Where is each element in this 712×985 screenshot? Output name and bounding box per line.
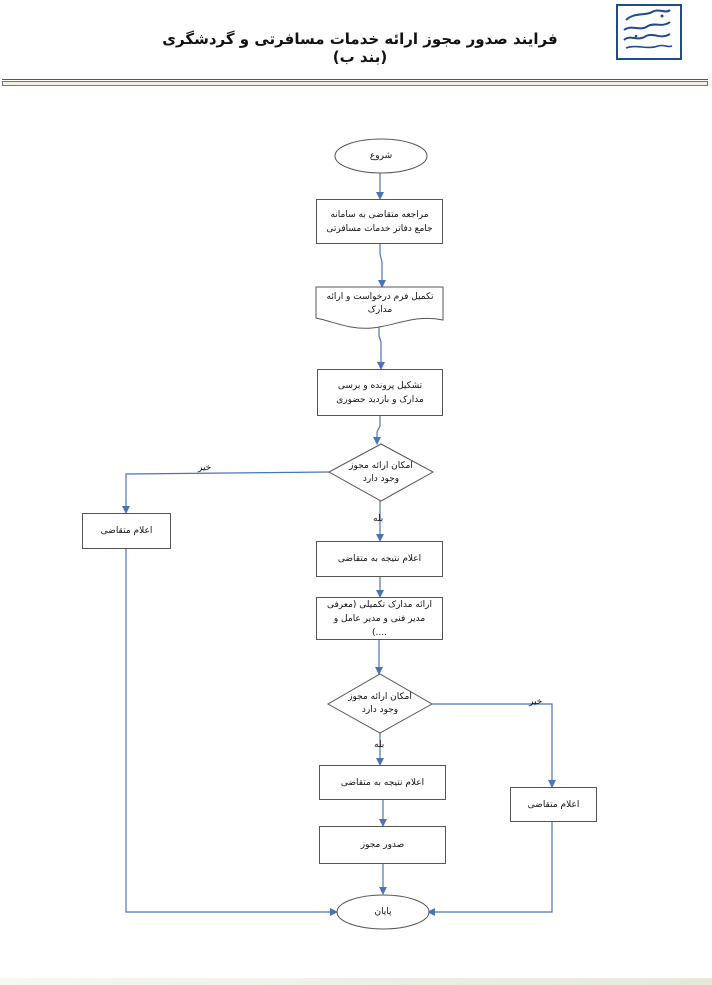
header-divider-line: [2, 79, 708, 80]
decision1-yes-label: بله: [373, 514, 384, 524]
no2-text: اعلام متقاضی: [527, 799, 580, 810]
connector-no1-end: [125, 549, 338, 916]
step5-text: ارائه مدارک تکمیلی (معرفی مدیر فنی و مدی…: [326, 599, 433, 638]
decision2-yes-label: بله: [374, 740, 385, 750]
connector-step2-step3: [377, 325, 385, 370]
decision1-text: امکان ارائه مجوز وجود دارد: [349, 461, 413, 484]
no1-box: اعلام متقاضی: [82, 513, 171, 549]
end-terminator: [336, 894, 430, 930]
start-terminator: [334, 138, 428, 174]
footer-bar: [0, 978, 712, 985]
connector-no2-end: [427, 822, 553, 916]
document-shape-step2: [315, 286, 444, 329]
end-label: پایان: [374, 906, 392, 917]
step3-box: تشکیل پرونده و برسی مدارک و بازدید حضوری: [317, 369, 443, 416]
step6-text: اعلام نتیجه به متقاضی: [340, 777, 425, 788]
step7-box: صدور مجوز: [319, 826, 446, 864]
decision1-diamond: [327, 443, 435, 502]
step7-text: صدور مجوز: [360, 840, 405, 850]
connector-decision1-no: [122, 471, 330, 514]
step1-box: مراجعه متقاضی به سامانه جامع دفاتر خدمات…: [316, 199, 443, 244]
page-title: فرایند صدور مجوز ارائه خدمات مسافرتی و گ…: [162, 30, 558, 66]
step4-box: اعلام نتیجه به متقاضی: [316, 541, 443, 577]
start-label: شروع: [369, 150, 393, 161]
decision2-diamond: [326, 673, 434, 734]
decision2-text: امکان ارائه مجوز وجود دارد: [348, 692, 412, 715]
no2-box: اعلام متقاضی: [510, 787, 597, 822]
organization-logo: [616, 4, 682, 60]
step3-text: تشکیل پرونده و برسی مدارک و بازدید حضوری: [336, 380, 424, 405]
connector-step3-decision1: [373, 416, 381, 445]
connector-decision2-no: [432, 703, 556, 788]
connector-step1-step2: [378, 244, 386, 288]
step4-text: اعلام نتیجه به متقاضی: [337, 554, 422, 564]
decision2-no-label: خیر: [529, 697, 543, 707]
no1-text: اعلام متقاضی: [100, 526, 153, 536]
step2-text: تکمیل فرم درخواست و ارائه مدارک: [326, 292, 434, 315]
header-divider-bar: [2, 81, 708, 86]
step6-box: اعلام نتیجه به متقاضی: [319, 765, 446, 800]
step1-text: مراجعه متقاضی به سامانه جامع دفاتر خدمات…: [326, 209, 433, 234]
decision1-no-label: خیر: [198, 463, 212, 473]
step5-box: ارائه مدارک تکمیلی (معرفی مدیر فنی و مدی…: [316, 597, 443, 640]
